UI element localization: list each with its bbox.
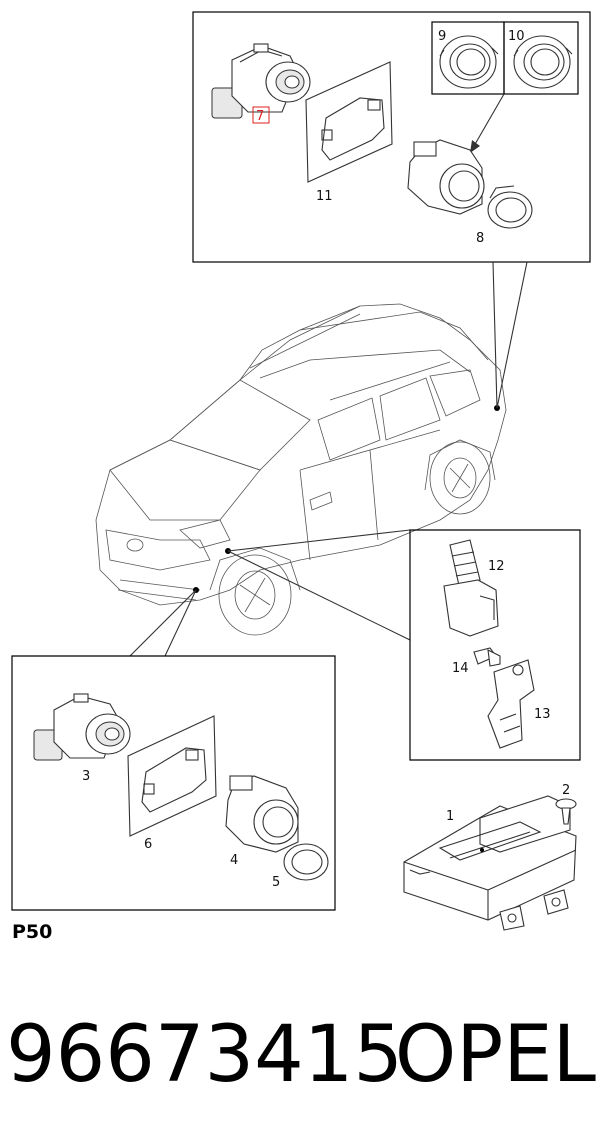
screw-part-14 bbox=[473, 647, 501, 667]
callout-2: 2 bbox=[562, 783, 570, 798]
callout-13: 13 bbox=[534, 707, 551, 722]
gasket-part-11 bbox=[305, 61, 393, 183]
control-module-part-1 bbox=[403, 795, 577, 931]
callout-4: 4 bbox=[230, 853, 238, 868]
callout-11: 11 bbox=[316, 189, 333, 204]
callout-5: 5 bbox=[272, 875, 280, 890]
callout-7-highlight bbox=[252, 106, 270, 124]
arrow-to-holder bbox=[470, 93, 505, 153]
callout-9: 9 bbox=[438, 29, 446, 44]
gasket-part-6 bbox=[127, 715, 217, 837]
sensor-part-3 bbox=[33, 693, 131, 761]
holder-part-top bbox=[407, 139, 485, 215]
callout-10: 10 bbox=[508, 29, 525, 44]
part-number: 96673415 bbox=[6, 1010, 404, 1100]
callout-14: 14 bbox=[452, 661, 469, 676]
bracket-part-13 bbox=[487, 659, 535, 749]
callout-6: 6 bbox=[144, 837, 152, 852]
brand-name: OPEL bbox=[394, 1010, 596, 1100]
inset-top-right bbox=[192, 11, 591, 263]
group-label: P50 bbox=[12, 921, 52, 943]
callout-12: 12 bbox=[488, 559, 505, 574]
ring-part-9 bbox=[439, 35, 499, 89]
callout-8: 8 bbox=[476, 231, 484, 246]
inset-right bbox=[409, 529, 581, 761]
vehicle-illustration bbox=[95, 303, 507, 636]
connector-part-12 bbox=[443, 539, 499, 637]
leader-lines bbox=[129, 261, 528, 657]
callout-1: 1 bbox=[446, 809, 454, 824]
ring-part-10 bbox=[513, 35, 573, 89]
ring-part-5 bbox=[283, 843, 329, 881]
part-number-line: 96673415 OPEL bbox=[6, 1000, 596, 1110]
sensor-part-7 bbox=[211, 43, 311, 119]
ring-part-8 bbox=[487, 185, 533, 229]
inset-bottom-left bbox=[11, 655, 336, 911]
holder-part-4 bbox=[225, 775, 299, 853]
clip-part-2 bbox=[555, 798, 577, 825]
callout-3: 3 bbox=[82, 769, 90, 784]
callout-7: 7 bbox=[256, 109, 264, 124]
